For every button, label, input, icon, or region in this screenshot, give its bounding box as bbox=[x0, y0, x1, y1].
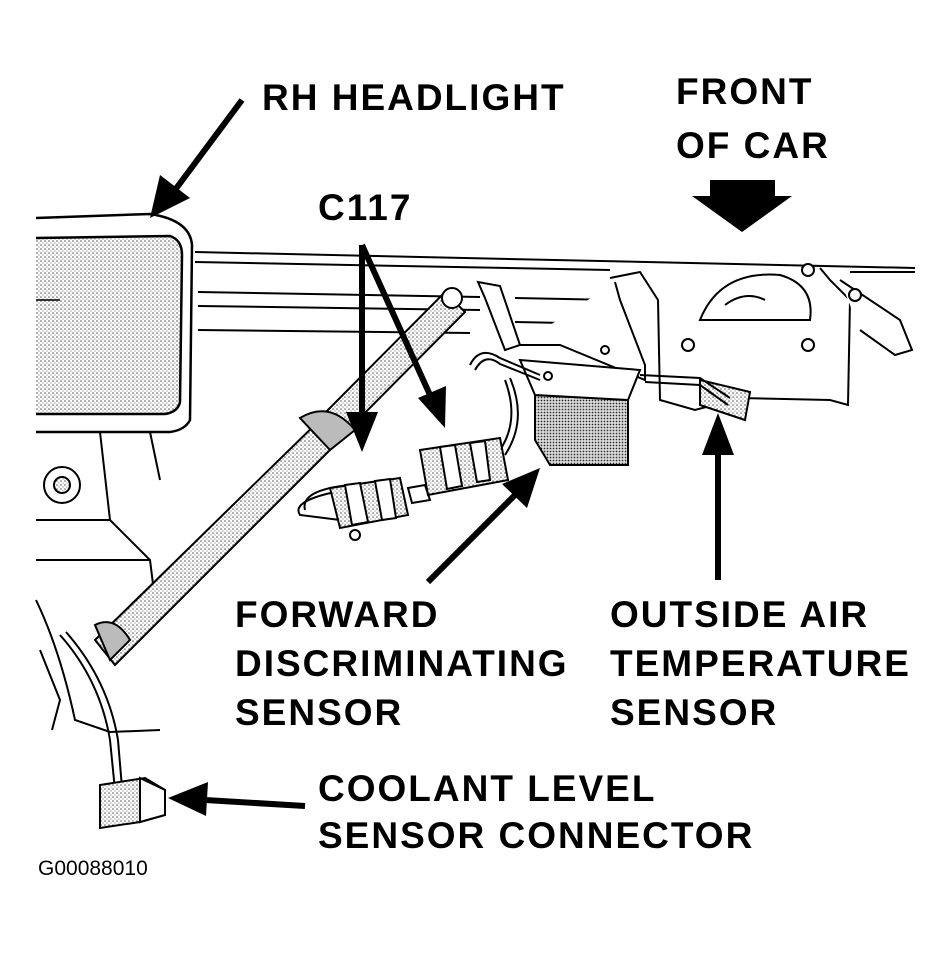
coolant-connector-label-line1: COOLANT LEVEL bbox=[318, 768, 657, 809]
c117-label: C117 bbox=[318, 187, 413, 228]
support-brace bbox=[93, 287, 467, 667]
rh-headlight-label: RH HEADLIGHT bbox=[262, 77, 566, 118]
forward-sensor-label-line2: DISCRIMINATING bbox=[235, 643, 569, 684]
outside-air-sensor-label-line1: OUTSIDE AIR bbox=[610, 594, 870, 635]
headlight-bracket bbox=[35, 431, 161, 734]
radiator-support-rails bbox=[194, 251, 916, 334]
rh-headlight-assembly bbox=[35, 212, 194, 434]
forward-sensor-label-line1: FORWARD bbox=[235, 594, 440, 635]
figure-code: G00088010 bbox=[38, 857, 148, 880]
outside-air-sensor-label-line3: SENSOR bbox=[610, 692, 779, 733]
c117-connector-pair bbox=[328, 436, 510, 541]
wiring-harness bbox=[297, 351, 731, 521]
center-bracket bbox=[476, 280, 646, 382]
front-of-car-label-line1: FRONT bbox=[676, 71, 814, 112]
outside-air-sensor-label-line2: TEMPERATURE bbox=[610, 643, 911, 684]
callout-arrows bbox=[150, 98, 792, 816]
latch-bracket bbox=[609, 263, 914, 422]
coolant-level-sensor-connector bbox=[59, 631, 166, 830]
forward-discriminating-sensor bbox=[518, 345, 642, 466]
front-of-car-label-line2: OF CAR bbox=[676, 125, 830, 166]
coolant-connector-label-line2: SENSOR CONNECTOR bbox=[318, 815, 755, 856]
forward-sensor-label-line3: SENSOR bbox=[235, 692, 404, 733]
